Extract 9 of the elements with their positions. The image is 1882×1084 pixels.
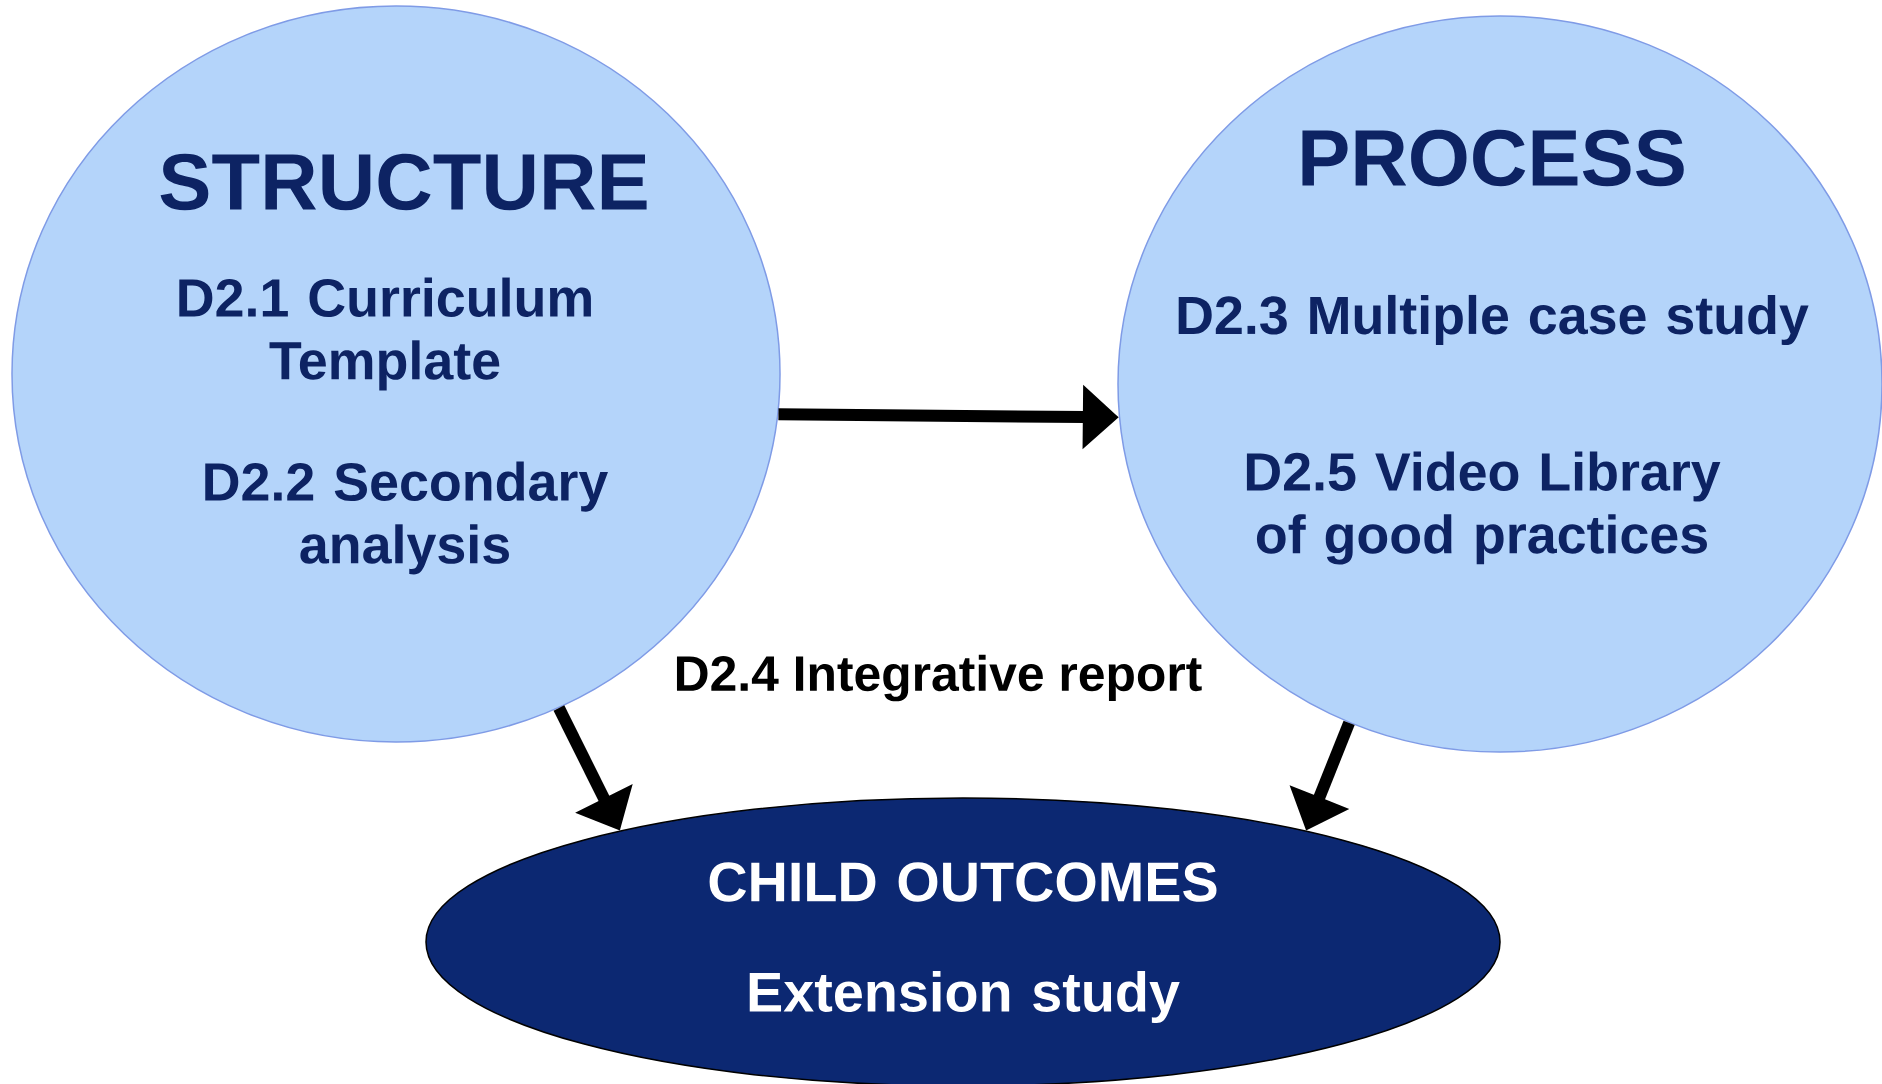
report-label: D2.4 Integrative report <box>676 654 1202 702</box>
deliverable-text: D2.2 Secondary analysis <box>205 461 608 575</box>
heading: STRUCTURE <box>160 153 647 211</box>
deliverable-text: D2.3 Multiple case study <box>1178 294 1809 346</box>
heading: CHILD OUTCOMES <box>709 862 1217 902</box>
deliverable-text: D2.5 Video Library of good practices <box>1246 451 1721 565</box>
deliverable-text: Extension study <box>749 971 1180 1023</box>
deliverable-text: D2.1 Curriculum Template <box>179 277 591 391</box>
heading: PROCESS <box>1302 129 1684 187</box>
